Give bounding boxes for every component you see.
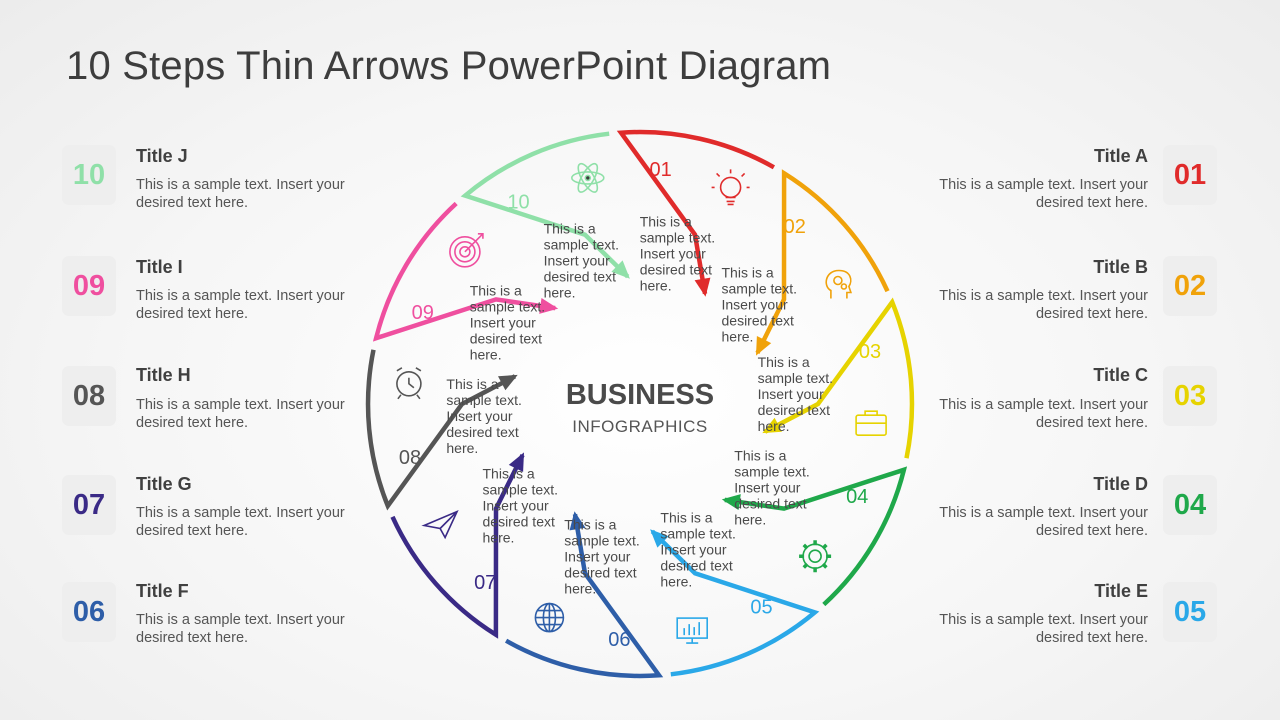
step-badge: 10	[62, 145, 116, 205]
segment-outline	[390, 453, 525, 639]
atom-icon	[570, 162, 605, 193]
segment-number: 10	[507, 192, 529, 214]
step-badge: 05	[1163, 582, 1217, 642]
step-badge: 02	[1163, 256, 1217, 316]
segment-number: 04	[846, 486, 868, 508]
segment-arrowhead	[694, 277, 711, 297]
cycle-icons	[396, 162, 887, 644]
step-description: This is a sample text. Insert your desir…	[939, 612, 1148, 646]
step-description: This is a sample text. Insert your desir…	[939, 288, 1148, 322]
step-badge: 08	[62, 366, 116, 426]
step-description: This is a sample text. Insert your desir…	[939, 397, 1148, 431]
cycle-segment-03	[762, 297, 915, 459]
segment-number: 06	[608, 629, 630, 651]
step-badge: 04	[1163, 475, 1217, 535]
step-badge: 03	[1163, 366, 1217, 426]
segment-outline	[650, 529, 820, 677]
step-description: This is a sample text. Insert your desir…	[939, 177, 1148, 211]
step-description: This is a sample text. Insert your desir…	[136, 612, 345, 646]
segment-arrowhead	[498, 374, 518, 391]
cycle-segment-10	[460, 131, 630, 279]
page-title: 10 Steps Thin Arrows PowerPoint Diagram	[66, 44, 832, 88]
segment-arrowhead	[508, 452, 524, 472]
segment-number: 09	[412, 302, 434, 324]
segment-arrowhead	[762, 417, 782, 434]
brain-gears-icon	[825, 269, 853, 299]
step-title: Title H	[136, 365, 191, 385]
segment-outline	[724, 466, 908, 607]
step-badge: 01	[1163, 145, 1217, 205]
briefcase-icon	[855, 410, 887, 437]
segment-arrowhead	[611, 260, 630, 279]
center-title: BUSINESS	[566, 379, 714, 411]
paper-plane-icon	[421, 509, 459, 540]
segment-number: 01	[649, 159, 671, 181]
cycle-segment-05	[650, 529, 820, 677]
step-description: This is a sample text. Insert your desir…	[136, 505, 345, 539]
chart-monitor-icon	[676, 617, 709, 644]
target-icon	[449, 233, 484, 268]
segment-arrowhead	[756, 336, 772, 356]
cycle-segment-07	[390, 452, 525, 639]
lightbulb-icon	[711, 169, 750, 206]
step-title: Title A	[1093, 146, 1148, 166]
segment-number: 02	[784, 216, 806, 238]
globe-icon	[534, 602, 565, 633]
gear-icon	[799, 540, 832, 573]
cycle-segment-02	[755, 169, 890, 356]
step-badge: 07	[62, 475, 116, 535]
cycle-segment-08	[365, 349, 518, 511]
segment-outline	[755, 169, 890, 355]
step-title: Title G	[136, 474, 192, 494]
segment-number: 05	[750, 596, 772, 618]
segment-outline	[504, 513, 664, 679]
step-title: Title D	[1093, 474, 1148, 494]
cycle-segment-09	[372, 201, 559, 342]
cycle-segment-01	[616, 129, 776, 297]
cycle-segment-04	[721, 466, 908, 607]
step-title: Title J	[136, 146, 188, 166]
step-badge: 09	[62, 256, 116, 316]
segment-outline	[365, 349, 517, 511]
step-title: Title E	[1094, 581, 1148, 601]
step-description: This is a sample text. Insert your desir…	[136, 397, 345, 431]
segment-outline	[763, 297, 915, 459]
step-description: This is a sample text. Insert your desir…	[136, 288, 345, 322]
segment-number: 07	[474, 572, 496, 594]
cycle-segment-06	[504, 511, 664, 679]
step-description: This is a sample text. Insert your desir…	[939, 505, 1148, 539]
segment-outline	[460, 131, 630, 279]
step-badge: 06	[62, 582, 116, 642]
step-description: This is a sample text. Insert your desir…	[136, 177, 345, 211]
segment-arrowhead	[721, 494, 741, 510]
segment-outline	[616, 129, 776, 295]
cycle-segments	[365, 129, 915, 679]
segment-arrowhead	[569, 511, 586, 531]
segment-arrowhead	[650, 529, 669, 548]
segment-number: 08	[399, 447, 421, 469]
step-title: Title I	[136, 257, 183, 277]
segment-outline	[372, 201, 556, 342]
segment-number: 03	[859, 341, 881, 363]
segment-arrowhead	[539, 298, 559, 314]
step-title: Title C	[1093, 365, 1148, 385]
center-subtitle: INFOGRAPHICS	[572, 417, 707, 436]
step-title: Title F	[136, 581, 189, 601]
alarm-clock-icon	[396, 367, 422, 400]
step-title: Title B	[1093, 257, 1148, 277]
